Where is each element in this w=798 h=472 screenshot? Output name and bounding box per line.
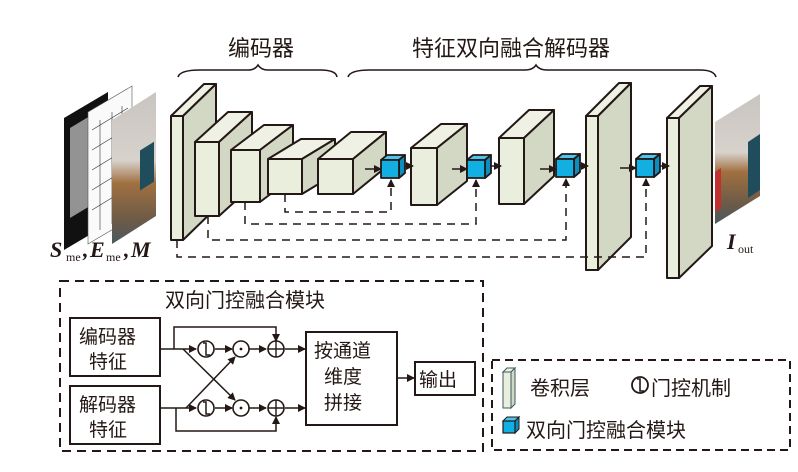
- fusion-cube-4: [635, 153, 661, 178]
- decoder-feature-box: [69, 385, 161, 445]
- fusion-cube-1: [380, 154, 406, 179]
- fusion-cube-3: [555, 153, 581, 178]
- fusion-module-box: [59, 280, 484, 452]
- encoder-brace: [177, 63, 338, 78]
- encoder-label: 编码器: [228, 37, 294, 62]
- svg-text:me: me: [66, 250, 81, 264]
- skip-connection-3: [207, 178, 570, 241]
- svg-text:S: S: [50, 237, 62, 262]
- add-icon: [267, 340, 285, 358]
- gate-icon: [197, 399, 215, 417]
- legend-box: [491, 359, 791, 451]
- output-box: [414, 361, 476, 396]
- output-label: I out: [726, 229, 754, 256]
- svg-text:M: M: [130, 237, 152, 262]
- legend-fusion-label: 双向门控融合模块: [526, 418, 686, 442]
- fusion-cubes: [380, 153, 661, 179]
- encoder-feature-line2: 特征: [89, 351, 127, 373]
- input-label: S me , E me , M: [50, 237, 152, 264]
- concat-line2: 维度: [324, 366, 362, 388]
- svg-text:out: out: [738, 242, 754, 256]
- fusion-cube-2: [466, 154, 492, 179]
- multiply-icon: [232, 340, 250, 358]
- legend-fusion-cube-icon: [501, 415, 521, 435]
- output-image: [715, 94, 760, 224]
- legend-gate-icon: [631, 376, 649, 394]
- decoder-block-4: [666, 85, 713, 279]
- skip-connections: [176, 162, 670, 258]
- decoder-label: 特征双向融合解码器: [412, 37, 610, 62]
- output-label-text: 输出: [419, 369, 457, 391]
- gate-icon: [197, 340, 215, 358]
- decoder-block-2: [498, 109, 555, 205]
- concat-line1: 按通道: [314, 340, 371, 362]
- layer-blocks: [170, 82, 713, 279]
- skip-connection-4: [176, 178, 650, 258]
- conv-layer-icon: [501, 366, 517, 410]
- svg-text:E: E: [89, 237, 105, 262]
- mask-image: [112, 92, 156, 244]
- encoder-feature-line1: 编码器: [79, 326, 136, 348]
- decoder-brace: [347, 63, 717, 78]
- input-images: [64, 85, 156, 250]
- svg-text:me: me: [106, 250, 121, 264]
- concat-box: [305, 331, 398, 426]
- legend-conv-label: 卷积层: [530, 376, 590, 400]
- skip-connection-1: [284, 179, 395, 213]
- decoder-feature-line2: 特征: [89, 419, 127, 441]
- concat-line3: 拼接: [324, 392, 362, 414]
- svg-text:,: ,: [82, 237, 89, 262]
- add-icon: [267, 399, 285, 417]
- svg-text:I: I: [726, 229, 737, 254]
- decoder-feature-line1: 解码器: [79, 394, 136, 416]
- decoder-block-3: [585, 82, 632, 271]
- svg-text:,: ,: [123, 237, 130, 262]
- multiply-icon: [232, 399, 250, 417]
- module-title: 双向门控融合模块: [165, 288, 325, 312]
- legend-gate-label: 门控机制: [651, 376, 731, 400]
- decoder-block-1: [410, 123, 468, 206]
- encoder-feature-box: [69, 317, 161, 377]
- module-wiring: [160, 326, 415, 432]
